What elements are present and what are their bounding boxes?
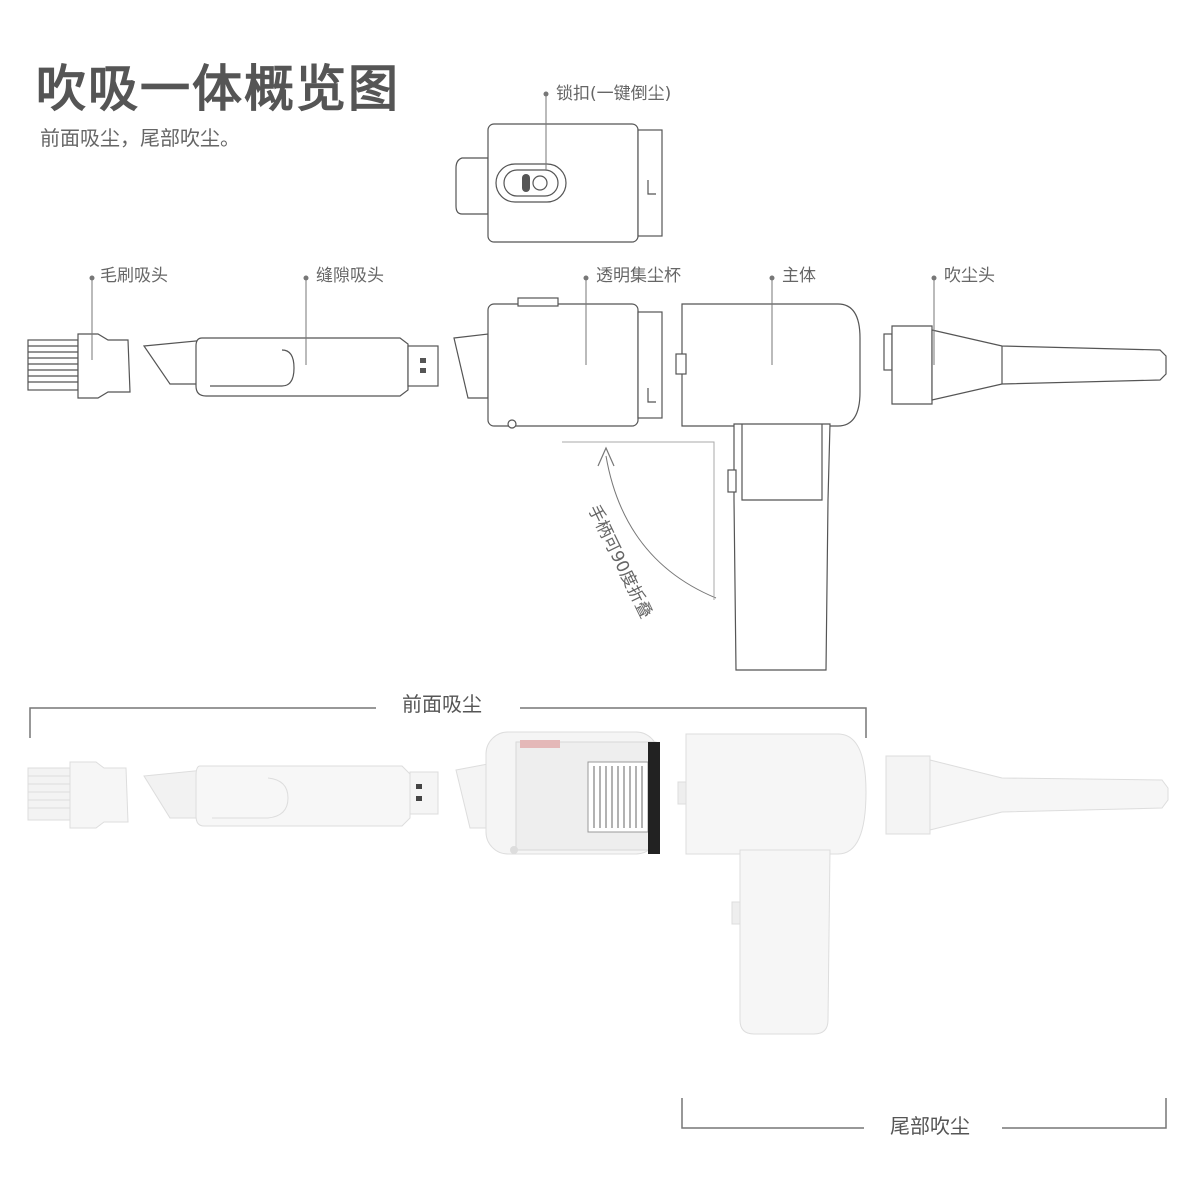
callout-main-body: 主体: [782, 266, 816, 286]
crevice-nozzle-outline: [142, 337, 439, 397]
blower-nozzle-outline: [883, 325, 1167, 405]
page-title: 吹吸一体概览图: [36, 60, 400, 118]
dust-cup-render: [455, 731, 660, 855]
dust-cup-outline: [453, 297, 663, 429]
main-body-outline: [675, 303, 861, 671]
callout-brush-nozzle: 毛刷吸头: [100, 266, 168, 286]
dust-cup-top-view: [455, 123, 663, 243]
brush-nozzle-render: [27, 761, 129, 829]
main-body-render: [677, 733, 867, 1035]
callout-blower-nozzle: 吹尘头: [944, 266, 995, 286]
section-rear-blowing: 尾部吹尘: [880, 1116, 980, 1136]
callout-lock: 锁扣(一键倒尘): [556, 84, 672, 104]
page-subtitle: 前面吸尘，尾部吹尘。: [40, 126, 240, 150]
callout-dust-cup: 透明集尘杯: [596, 266, 681, 286]
section-front-suction: 前面吸尘: [392, 694, 492, 714]
crevice-nozzle-render: [143, 765, 439, 827]
blower-nozzle-render: [885, 755, 1169, 835]
brush-nozzle-outline: [27, 333, 131, 399]
callout-crevice-nozzle: 缝隙吸头: [316, 266, 384, 286]
